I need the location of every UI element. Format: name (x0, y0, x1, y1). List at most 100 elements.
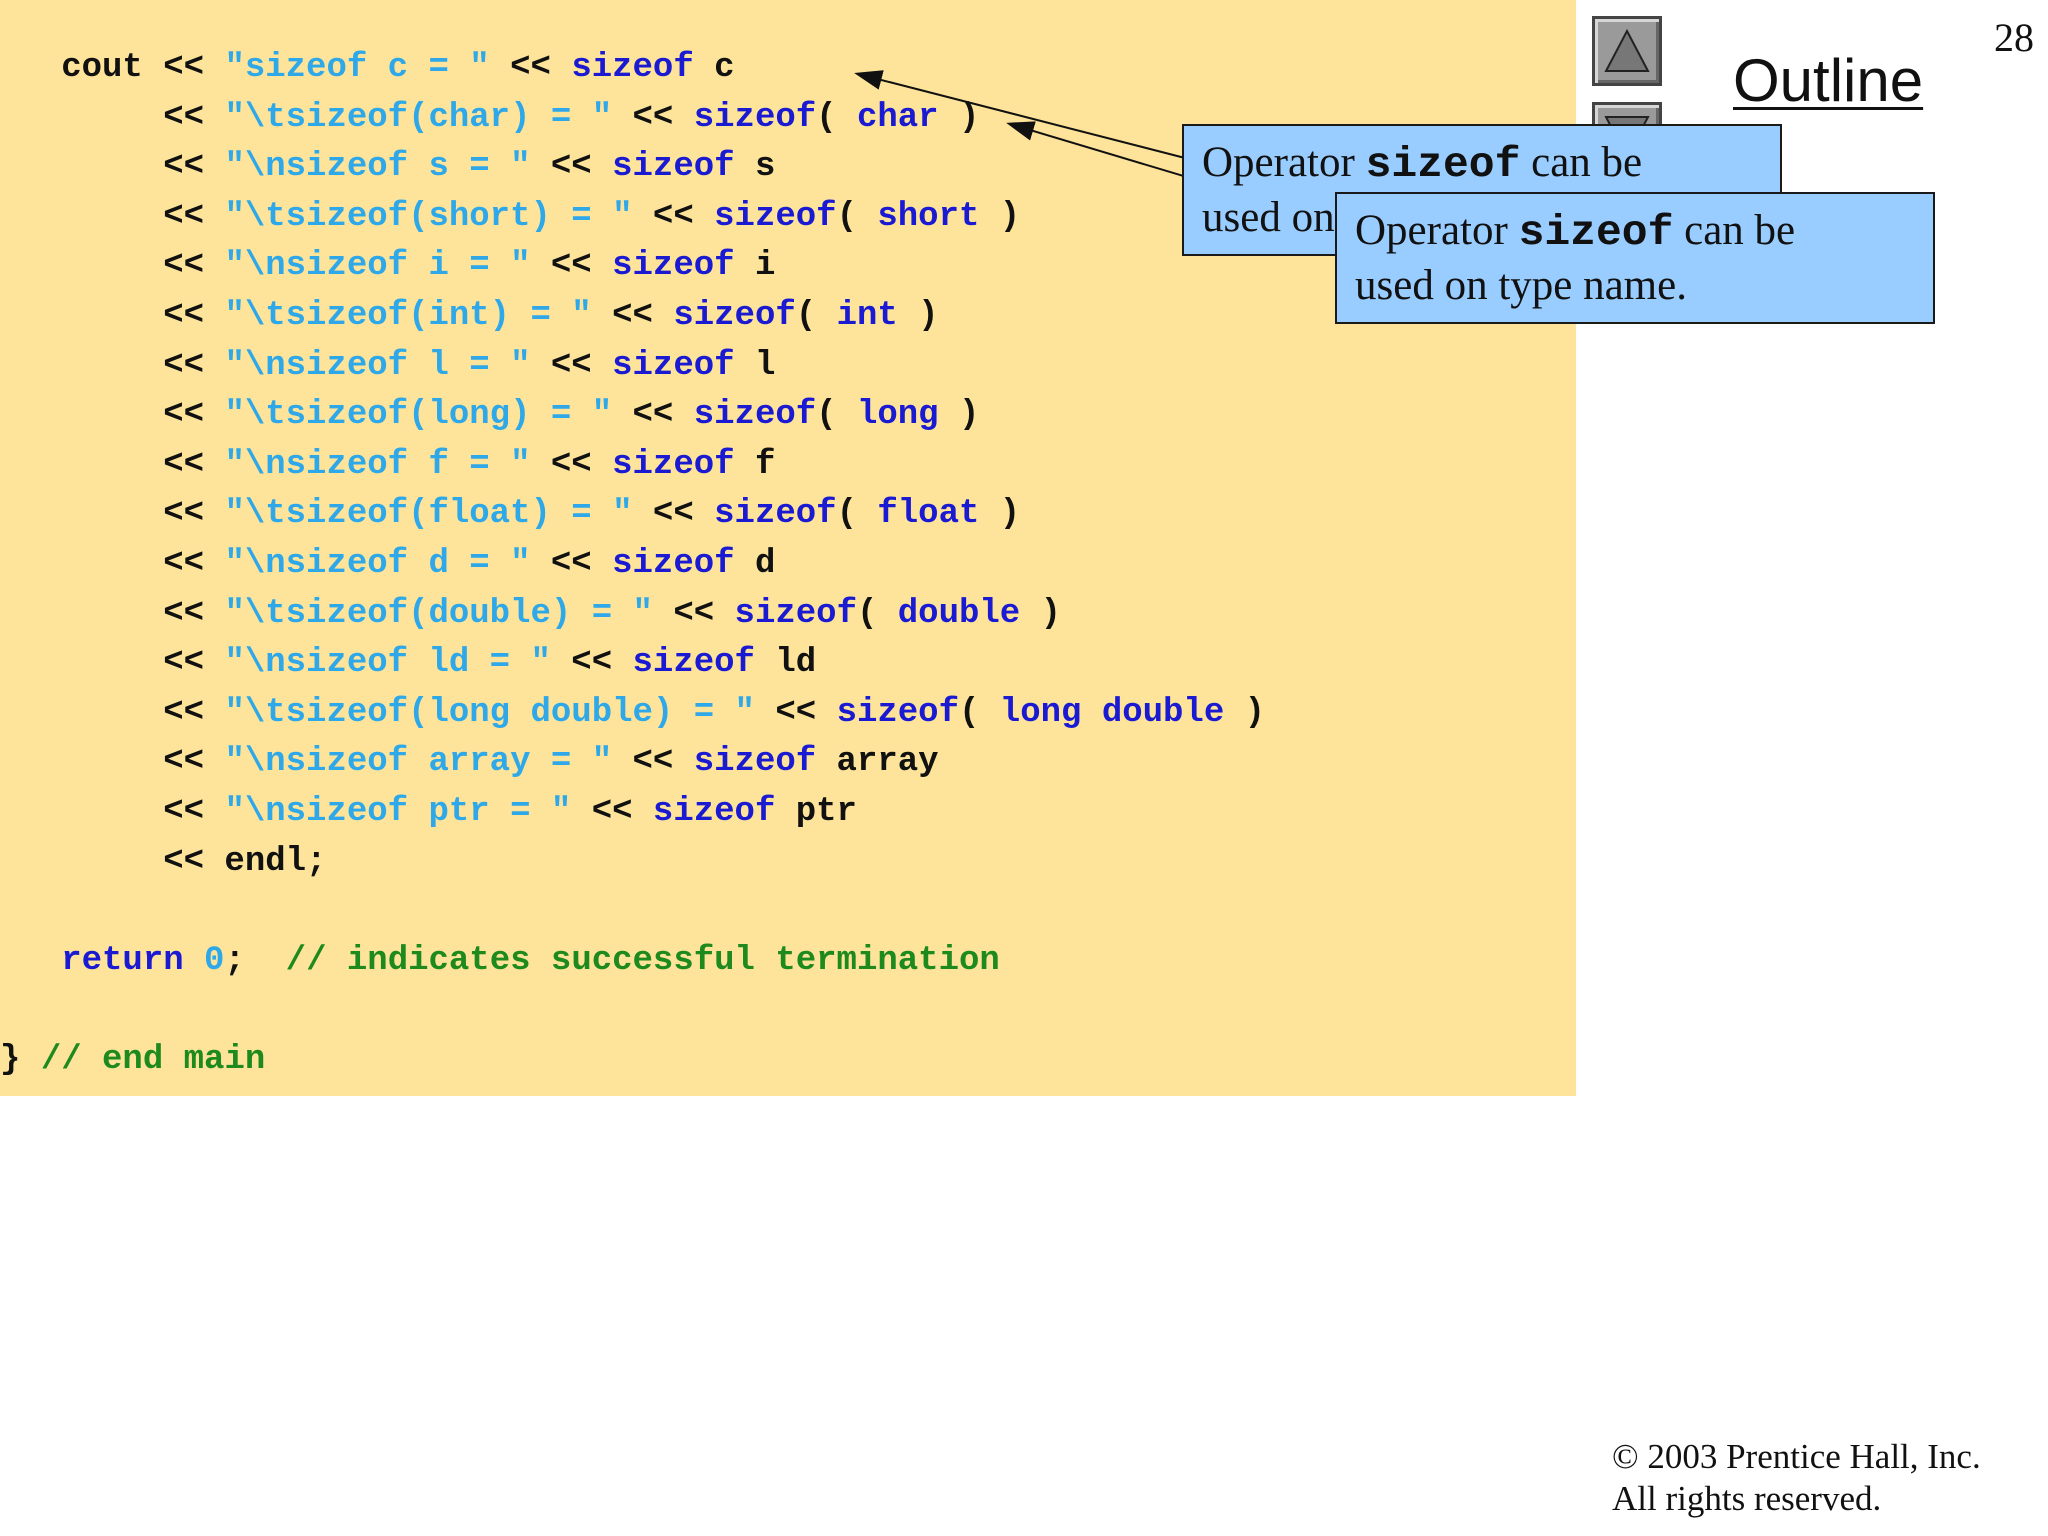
code-token: } (0, 1040, 41, 1079)
code-token: "\nsizeof ptr = " (224, 792, 572, 831)
code-token: long double (999, 693, 1225, 732)
code-line: << "\tsizeof(double) = " << sizeof( doub… (0, 590, 1265, 640)
code-token: sizeof (571, 49, 694, 87)
code-line: << "\nsizeof l = " << sizeof l (0, 342, 1265, 392)
code-token: sizeof (836, 693, 959, 732)
code-token: << (754, 693, 837, 732)
code-listing: cout << "sizeof c = " << sizeof c << "\t… (0, 44, 1265, 1085)
code-line: << "\tsizeof(short) = " << sizeof( short… (0, 193, 1265, 243)
code-token: sizeof (693, 396, 817, 435)
code-token: << (530, 445, 613, 484)
code-token: int (836, 296, 898, 335)
code-token: sizeof (612, 148, 735, 187)
code-token: char (856, 98, 939, 137)
code-line: cout << "sizeof c = " << sizeof c (0, 44, 1265, 94)
code-line: << "\tsizeof(float) = " << sizeof( float… (0, 490, 1265, 540)
copyright-notice: © 2003 Prentice Hall, Inc. All rights re… (1612, 1436, 1981, 1520)
code-token: << (571, 792, 653, 831)
code-token: "\tsizeof(char) = " (224, 98, 613, 137)
outline-link[interactable]: Outline (1733, 47, 1924, 114)
code-token: << (612, 743, 694, 782)
code-line: << "\nsizeof f = " << sizeof f (0, 441, 1265, 491)
code-token: << (0, 743, 225, 782)
code-token: // end main (40, 1040, 266, 1079)
code-token: 0 (204, 941, 225, 980)
code-token: "\tsizeof(short) = " (224, 197, 633, 236)
code-token: << (612, 98, 694, 137)
code-token: d (734, 544, 776, 583)
code-token: << (530, 346, 613, 385)
code-token: sizeof (612, 247, 735, 286)
code-token: << (0, 197, 225, 236)
code-line: << "\nsizeof s = " << sizeof s (0, 143, 1265, 193)
callout-sizeof-type-name: Operator sizeof can be used on type name… (1335, 192, 1935, 324)
code-token: double (897, 594, 1021, 633)
code-token: ( (958, 693, 1000, 732)
code-token: ld (754, 644, 817, 683)
copyright-line-1: © 2003 Prentice Hall, Inc. (1612, 1437, 1981, 1476)
code-token: ) (979, 197, 1021, 236)
code-token: ( (856, 594, 898, 633)
code-token: // indicates successful termination (285, 941, 1000, 980)
code-token: << (0, 445, 225, 484)
code-token: << (0, 98, 225, 137)
code-token: << (612, 396, 694, 435)
code-token: sizeof (673, 296, 796, 335)
code-token: << (0, 495, 225, 534)
code-token: c (693, 49, 735, 87)
code-token: "\tsizeof(float) = " (224, 495, 633, 534)
code-token: "\nsizeof s = " (224, 148, 531, 187)
code-token: "\tsizeof(int) = " (224, 296, 592, 335)
code-token: "sizeof c = " (224, 49, 490, 87)
code-token: << (591, 296, 674, 335)
copyright-line-2: All rights reserved. (1612, 1479, 1882, 1518)
code-token: ( (836, 197, 878, 236)
code-token: "\tsizeof(double) = " (224, 594, 653, 633)
page-number: 28 (1994, 15, 2034, 60)
code-token: sizeof (612, 544, 735, 583)
code-token: "\nsizeof i = " (224, 247, 531, 286)
code-token: << (0, 396, 225, 435)
code-token: ) (938, 98, 980, 137)
code-line: << "\nsizeof d = " << sizeof d (0, 540, 1265, 590)
code-token: return (61, 941, 184, 980)
code-token: ) (979, 495, 1021, 534)
code-token: sizeof (714, 197, 837, 236)
code-token: << (530, 544, 613, 583)
code-line: } // end main (0, 1036, 1265, 1086)
code-token: << (0, 544, 225, 583)
code-token: long (856, 396, 939, 435)
code-token: "\nsizeof l = " (224, 346, 531, 385)
code-token: "\tsizeof(long) = " (224, 396, 613, 435)
code-token: << (652, 594, 735, 633)
code-token: << (632, 197, 715, 236)
code-token: f (734, 445, 776, 484)
code-token: sizeof (693, 98, 817, 137)
code-token: << (0, 346, 225, 385)
code-token: << (0, 247, 225, 286)
code-token: i (734, 247, 776, 286)
code-line: << "\nsizeof array = " << sizeof array (0, 738, 1265, 788)
code-line: << "\tsizeof(long double) = " << sizeof(… (0, 689, 1265, 739)
code-token: "\nsizeof f = " (224, 445, 531, 484)
code-token: s (734, 148, 776, 187)
code-token: << (0, 792, 225, 831)
code-line: << "\tsizeof(long) = " << sizeof( long ) (0, 391, 1265, 441)
code-token: sizeof (693, 743, 817, 782)
code-token: "\tsizeof(long double) = " (224, 693, 755, 732)
code-token: ) (1224, 693, 1266, 732)
code-token: sizeof (734, 594, 857, 633)
code-token: << (530, 148, 613, 187)
code-token: ( (795, 296, 837, 335)
code-line: << "\tsizeof(char) = " << sizeof( char ) (0, 94, 1265, 144)
code-line: << "\nsizeof i = " << sizeof i (0, 242, 1265, 292)
code-token: << (0, 148, 225, 187)
previous-slide-button[interactable] (1592, 16, 1662, 86)
arrow-to-sizeof-c (854, 70, 1186, 159)
code-token: sizeof (632, 644, 755, 683)
code-token: sizeof (612, 346, 735, 385)
code-token: << (0, 594, 225, 633)
code-token: ) (1020, 594, 1062, 633)
code-token: << (530, 247, 613, 286)
code-token: array (816, 743, 939, 782)
